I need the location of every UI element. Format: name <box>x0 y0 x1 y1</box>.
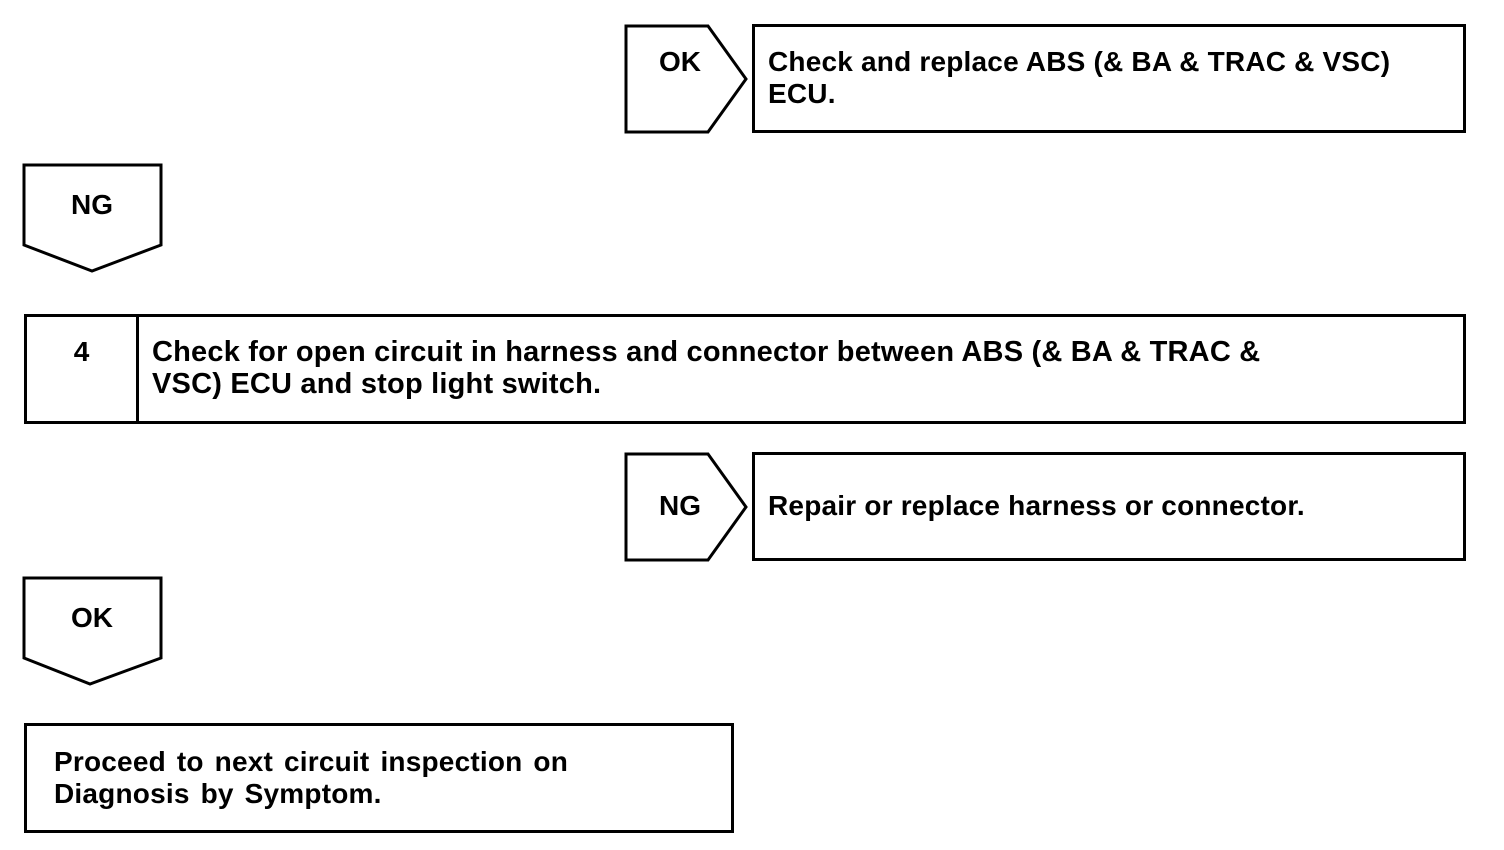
replace-ecu-text: Check and replace ABS (& BA & TRAC & VSC… <box>768 46 1391 109</box>
proceed-text: Proceed to next circuit inspection on Di… <box>54 746 569 809</box>
ok-arrow-label: OK <box>659 46 701 77</box>
ok-down-arrow <box>22 576 163 686</box>
ok-down-arrow-label: OK <box>71 602 113 633</box>
ng-arrow-label: NG <box>71 189 113 220</box>
repair-harness-text: Repair or replace harness or connector. <box>768 490 1305 521</box>
ng-right-arrow <box>624 452 748 562</box>
step-4-divider <box>136 314 139 424</box>
ng-down-arrow <box>22 163 163 273</box>
repair-harness-box <box>752 452 1466 561</box>
proceed-box <box>24 723 734 833</box>
ng-right-arrow-label: NG <box>659 490 701 521</box>
ok-right-arrow <box>624 24 748 134</box>
step-4-number: 4 <box>73 336 90 367</box>
replace-ecu-box <box>752 24 1466 133</box>
step-4-box <box>24 314 1466 424</box>
step-4-text: Check for open circuit in harness and co… <box>152 336 1261 400</box>
